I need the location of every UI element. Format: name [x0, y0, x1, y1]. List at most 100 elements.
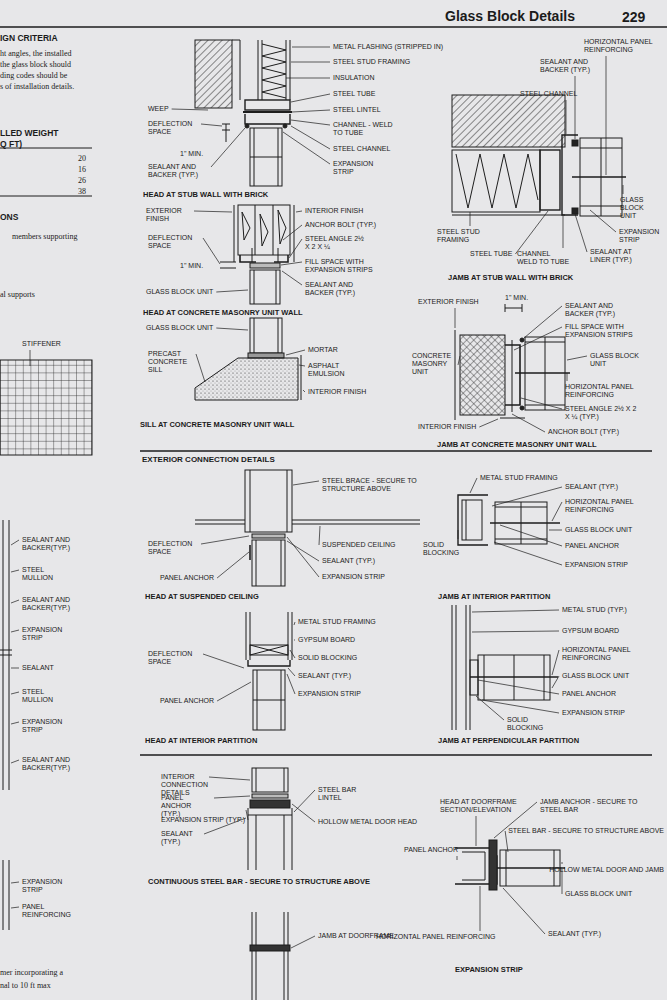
body-text: ding codes should be: [0, 71, 67, 81]
section-heading: Q FT): [0, 139, 22, 149]
leader-line: [287, 541, 319, 561]
callout-label: STEEL BAR - SECURE TO STRUCTURE ABOVE: [508, 827, 664, 835]
callout-label: PANEL REINFORCING: [22, 903, 70, 919]
callout-label: DEFLECTION SPACE: [148, 540, 198, 556]
callout-label: EXPANSION STRIP: [619, 228, 664, 244]
leader-line: [172, 109, 208, 110]
leader-line: [623, 185, 624, 194]
leader-line: [289, 239, 302, 258]
callout-label: SEALANT (TYP.): [298, 672, 351, 680]
callout-label: MORTAR: [308, 346, 338, 354]
leader-line: [286, 78, 330, 79]
leader-line: [566, 100, 567, 134]
callout-label: HORIZONTAL PANEL REINFORCING: [584, 38, 664, 54]
leader-line: [287, 674, 295, 694]
callout-label: PANEL ANCHOR: [404, 846, 459, 854]
leader-line: [214, 796, 250, 798]
callout-label: CONCRETE MASONRY UNIT: [412, 352, 457, 376]
callout-label: GLASS BLOCK UNIT: [620, 196, 660, 220]
callout-label: SEALANT AND BACKER(TYP.): [22, 596, 92, 612]
callout-label: SEALANT AND BACKER(TYP.): [22, 536, 92, 552]
callout-label: STEEL CHANNEL: [333, 145, 390, 153]
leader-line: [455, 308, 456, 328]
detail-caption: HEAD AT INTERIOR PARTITION: [145, 736, 257, 745]
section-heading: LLED WEIGHT: [0, 128, 59, 138]
callout-label: HOLLOW METAL DOOR HEAD: [318, 818, 428, 826]
section-heading: ONS: [0, 212, 18, 222]
page-title: Glass Block Details: [445, 8, 575, 24]
detail-caption: JAMB AT PERPENDICULAR PARTITION: [438, 736, 579, 745]
leader-line: [472, 631, 559, 632]
leader-line: [476, 816, 477, 846]
detail-caption: HEAD AT CONCRETE MASONRY UNIT WALL: [143, 308, 303, 317]
callout-label: STIFFENER: [22, 340, 61, 348]
callout-label: WEEP: [148, 105, 169, 113]
callout-label: METAL STUD (TYP.): [562, 606, 627, 614]
leader-line: [470, 212, 471, 226]
leader-line: [201, 124, 222, 126]
callout-label: GLASS BLOCK UNIT: [562, 672, 629, 680]
callout-label: JAMB ANCHOR - SECURE TO STEEL BAR: [540, 798, 645, 814]
leader-line: [503, 888, 545, 934]
callout-label: GYPSUM BOARD: [298, 636, 355, 644]
callout-label: SEALANT: [22, 664, 54, 672]
callout-label: FILL SPACE WITH EXPANSION STRIPS: [565, 323, 650, 339]
body-text: s of installation details.: [0, 82, 74, 92]
callout-label: INTERIOR FINISH: [305, 207, 363, 215]
body-text: the glass block should: [0, 60, 71, 70]
leader-line: [217, 552, 249, 578]
callout-label: ASPHALT EMULSION: [308, 362, 358, 378]
detail-caption: JAMB AT CONCRETE MASONRY UNIT WALL: [437, 440, 597, 449]
detail-caption: EXPANSION STRIP: [455, 965, 523, 974]
callout-label: EXPANSION STRIP: [333, 160, 388, 176]
detail-caption: SILL AT CONCRETE MASONRY UNIT WALL: [140, 420, 294, 429]
callout-label: INTERIOR FINISH: [418, 423, 476, 431]
callout-label: CHANNEL - WELD TO TUBE: [333, 121, 403, 137]
callout-label: EXPANSION STRIP (TYP.): [161, 816, 245, 824]
callout-label: EXPANSION STRIP: [22, 718, 72, 734]
leader-line: [246, 810, 248, 820]
callout-label: SEALANT (TYP.): [548, 930, 601, 938]
callout-label: STEEL ANGLE 2½ X 2 X ¼ (TYP.): [565, 405, 640, 421]
leader-line: [470, 478, 477, 493]
leader-line: [11, 692, 19, 694]
leader-line: [294, 622, 295, 625]
leader-line: [216, 290, 248, 292]
callout-label: SOLID BLOCKING: [507, 716, 549, 732]
leader-line: [11, 722, 19, 724]
body-text: mer incorporating a: [0, 968, 63, 978]
callout-label: SEALANT (TYP.): [565, 483, 618, 491]
callout-label: DEFLECTION SPACE: [148, 120, 198, 136]
callout-label: STEEL STUD FRAMING: [333, 58, 410, 66]
leader-line: [283, 225, 302, 240]
callout-label: GLASS BLOCK UNIT: [565, 890, 645, 898]
callout-label: STEEL BAR LINTEL: [318, 786, 378, 802]
callout-label: PANEL ANCHOR: [562, 690, 616, 698]
leader-line: [562, 862, 563, 864]
callout-label: 1" MIN.: [505, 294, 528, 302]
body-text: ht angles, the installed: [0, 49, 72, 59]
leader-line: [211, 128, 245, 167]
callout-label: SEALANT AND BACKER(TYP.): [22, 756, 92, 772]
detail-caption: HEAD AT SUSPENDED CEILING: [145, 592, 259, 601]
body-text: 16: [78, 165, 86, 175]
callout-label: SOLID BLOCKING: [298, 654, 357, 662]
leader-line: [291, 120, 330, 125]
leader-line: [293, 481, 319, 485]
leader-line: [472, 610, 559, 612]
body-text: 26: [78, 176, 86, 186]
detail-caption: CONTINUOUS STEEL BAR - SECURE TO STRUCTU…: [148, 877, 370, 886]
callout-label: EXTERIOR FINISH: [418, 298, 479, 306]
leader-line: [606, 56, 607, 175]
callout-label: FILL SPACE WITH EXPANSION STRIPS: [305, 258, 385, 274]
callout-label: ANCHOR BOLT (TYP.): [305, 221, 376, 229]
leader-line: [196, 354, 205, 382]
detail-caption: JAMB AT INTERIOR PARTITION: [438, 592, 550, 601]
leader-line: [524, 306, 562, 338]
leader-line: [290, 650, 295, 658]
detail-caption: JAMB AT STUB WALL WITH BRICK: [448, 273, 573, 282]
callout-label: GLASS BLOCK UNIT: [146, 324, 213, 332]
callout-label: EXPANSION STRIP: [22, 626, 72, 642]
leader-line: [282, 271, 302, 285]
